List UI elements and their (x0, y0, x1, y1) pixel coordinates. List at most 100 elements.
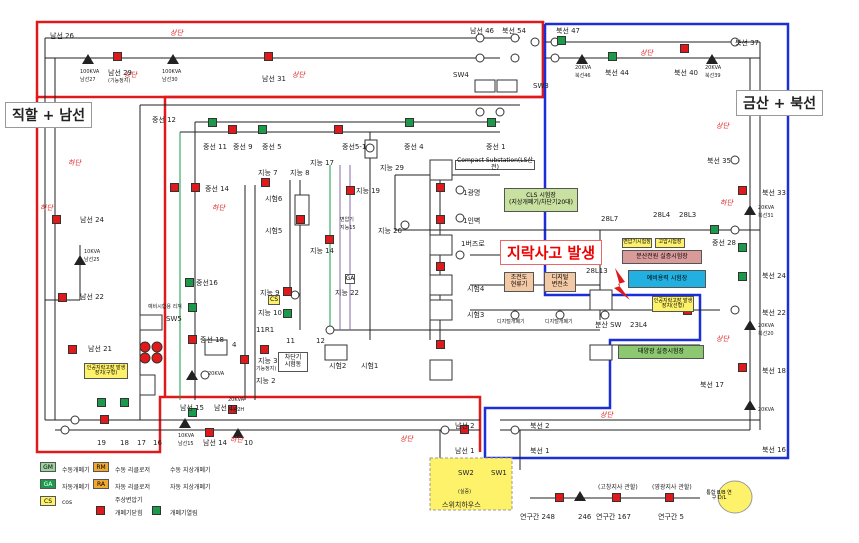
yeeoneng-box: 예비용력 시험장 (628, 270, 706, 288)
node-label: 북선 37 (735, 39, 760, 47)
legend-ga-key: GA (40, 479, 56, 489)
switch-closed[interactable] (436, 183, 445, 192)
switch-closed[interactable] (436, 262, 445, 271)
node-label: 북선 54 (502, 27, 527, 35)
legend-ra-key: RA (93, 479, 109, 489)
switch-open[interactable] (208, 118, 217, 127)
node-label: 북선 44 (605, 69, 630, 77)
legend-red-label: 개폐기닫힘 (115, 510, 143, 517)
switch-closed[interactable] (188, 335, 197, 344)
switch-open[interactable] (710, 225, 719, 234)
tag-sangdan: 상단 (124, 71, 137, 79)
switch-closed[interactable] (264, 52, 273, 61)
node-label: 28L7 (601, 215, 619, 223)
legend-rm-label: 수동 리클로저 (115, 467, 151, 474)
tag-sangdan: 상단 (716, 335, 729, 343)
switch-open[interactable] (738, 272, 747, 281)
tag-hadan: 하단 (212, 204, 225, 212)
switch-closed[interactable] (113, 52, 122, 61)
switch-open[interactable] (283, 309, 292, 318)
node-label: SW1 (491, 469, 507, 477)
node-label: 남선 31 (262, 75, 287, 83)
node-label: 연구간 5 (658, 513, 684, 521)
switch-open[interactable] (188, 408, 197, 417)
switch-closed[interactable] (100, 415, 109, 424)
switch-closed[interactable] (260, 345, 269, 354)
node-label: 20KVA (705, 65, 722, 71)
switch-open[interactable] (608, 52, 617, 61)
node-label: 북선 16 (762, 446, 787, 454)
switch-closed[interactable] (58, 293, 67, 302)
switch-closed[interactable] (170, 183, 179, 192)
node-label: 남선25 (84, 257, 100, 263)
switch-closed[interactable] (191, 183, 200, 192)
legend-cs-key: CS (40, 496, 56, 506)
switch-closed[interactable] (283, 287, 292, 296)
node-label: 28L3 (679, 211, 697, 219)
node-label: 중선 1 (486, 143, 506, 151)
switch-open[interactable] (185, 278, 194, 287)
node-label: 지능 29 (380, 164, 405, 172)
node-label: SW2 (458, 469, 474, 477)
switch-open[interactable] (557, 36, 566, 45)
ingong-left-box: 인공지락고장 발생장치(구형) (84, 363, 128, 379)
switch-closed[interactable] (436, 340, 445, 349)
switch-open[interactable] (487, 118, 496, 127)
legend-trans-label: 주상변압기 (115, 497, 143, 504)
node-label: 1인벽 (463, 217, 481, 225)
node-label: 북선 47 (556, 27, 581, 35)
tag-sangdan: 상단 (716, 122, 729, 130)
switch-closed[interactable] (346, 186, 355, 195)
switch-closed[interactable] (296, 215, 305, 224)
node-label: (기능정지) (108, 78, 131, 84)
switch-closed[interactable] (261, 178, 270, 187)
switch-closed[interactable] (228, 125, 237, 134)
switch-closed[interactable] (52, 215, 61, 224)
switch-closed[interactable] (240, 355, 249, 364)
node-label: SW5 (166, 315, 182, 323)
switch-closed[interactable] (228, 405, 237, 414)
switch-closed[interactable] (612, 493, 621, 502)
zone-red-left (35, 97, 482, 454)
switch-open[interactable] (188, 303, 197, 312)
tag-sangdan: 상단 (292, 71, 305, 79)
switch-open[interactable] (120, 398, 129, 407)
node-label: 20KVA (758, 323, 775, 329)
switch-closed[interactable] (68, 345, 77, 354)
node-label: 북선 18 (762, 367, 787, 375)
tag-sangdan: 상단 (170, 29, 183, 37)
switch-closed[interactable] (205, 428, 214, 437)
switch-closed[interactable] (325, 235, 334, 244)
node-label: 중선 5 (262, 143, 282, 151)
cls-test-box: CLS 시험장(지상개폐기/차단기20대) (504, 188, 578, 212)
tag-hadan: 하단 (720, 199, 733, 207)
switch-closed[interactable] (738, 186, 747, 195)
node-label: 중선 18 (200, 336, 225, 344)
switch-open[interactable] (97, 398, 106, 407)
node-label: 1광명 (463, 189, 481, 197)
switch-closed[interactable] (665, 493, 674, 502)
node-label: 시험6 (265, 195, 283, 203)
switch-closed[interactable] (334, 125, 343, 134)
legend-auto-sw-label: 자동 지상개폐기 (170, 484, 211, 491)
legend-rm-key: RM (93, 462, 109, 472)
legend-green-key (152, 506, 161, 515)
node-label: 남선30 (162, 77, 178, 83)
byeonap-test-box: 변압기시험장 (622, 238, 652, 248)
switch-open[interactable] (738, 243, 747, 252)
switch-open[interactable] (258, 125, 267, 134)
switch-open[interactable] (405, 118, 414, 127)
legend-green-label: 개폐기열림 (170, 510, 198, 517)
node-label: 예비시험용 리져 (148, 304, 182, 310)
switch-closed[interactable] (460, 425, 469, 434)
switch-closed[interactable] (738, 363, 747, 372)
node-label: 남선 26 (50, 32, 75, 40)
legend-manual-sw-label: 수동 지상개폐기 (170, 467, 211, 474)
switch-closed[interactable] (680, 44, 689, 53)
fault-bolt-icon (614, 268, 630, 300)
switch-closed[interactable] (436, 215, 445, 224)
switch-closed[interactable] (555, 493, 564, 502)
node-label: 19 (97, 439, 106, 447)
